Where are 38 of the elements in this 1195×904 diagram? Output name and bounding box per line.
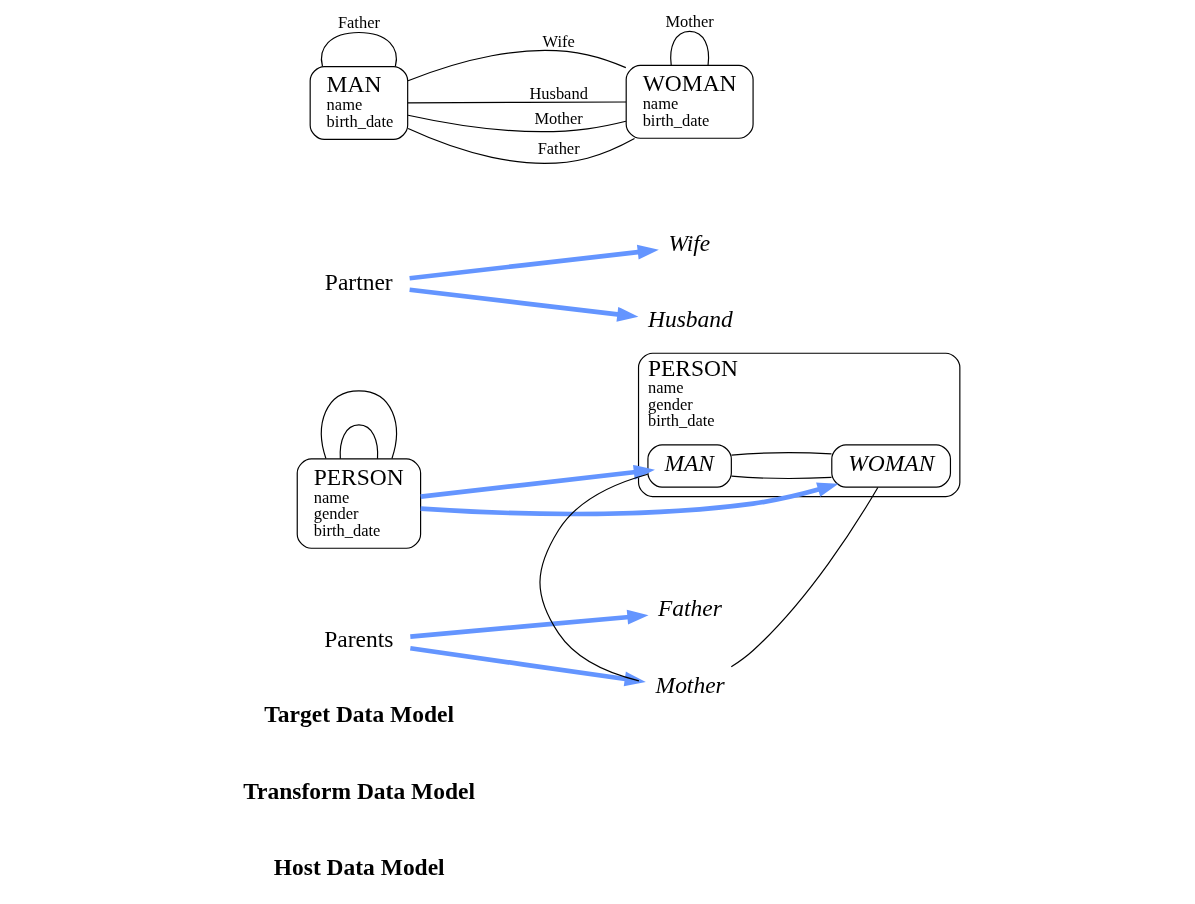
connector	[730, 486, 878, 667]
connector	[669, 30, 709, 66]
arrow	[420, 482, 839, 516]
node-text: Wife	[667, 229, 710, 256]
label: Target Data Model	[263, 700, 454, 727]
connector	[406, 114, 626, 132]
label: Transform Data Model	[242, 776, 475, 803]
edge-label: Father	[537, 138, 580, 158]
node-box: PERSON name gender birth_date	[296, 457, 421, 549]
node-text: Partner	[324, 268, 393, 295]
node-text: Husband	[647, 305, 733, 332]
arrow	[409, 645, 646, 686]
label: Host Data Model	[273, 853, 445, 880]
arrow	[419, 464, 655, 499]
arrow	[408, 244, 659, 281]
connector	[320, 31, 397, 67]
connector	[320, 389, 397, 459]
connector	[730, 475, 832, 479]
edge-label: Husband	[528, 83, 588, 103]
node-text: Father	[657, 594, 722, 621]
node-box: MAN name birth_date	[309, 65, 408, 140]
node-text: Mother	[655, 671, 725, 698]
arrow	[408, 286, 638, 322]
arrow	[409, 609, 648, 639]
connector	[406, 49, 626, 81]
connector	[406, 100, 627, 103]
edge-label: Mother	[533, 108, 583, 128]
edge-label: Wife	[542, 31, 575, 51]
connector	[407, 127, 635, 164]
node-box: MAN	[646, 443, 732, 488]
node-text: Parents	[323, 625, 393, 652]
edge-label: Mother	[664, 11, 714, 31]
edge-label: Father	[337, 12, 380, 32]
connector	[339, 423, 378, 459]
connector	[730, 451, 832, 456]
node-box: WOMAN name birth_date	[625, 64, 754, 139]
node-box: WOMAN	[830, 443, 951, 488]
connector	[538, 473, 648, 681]
